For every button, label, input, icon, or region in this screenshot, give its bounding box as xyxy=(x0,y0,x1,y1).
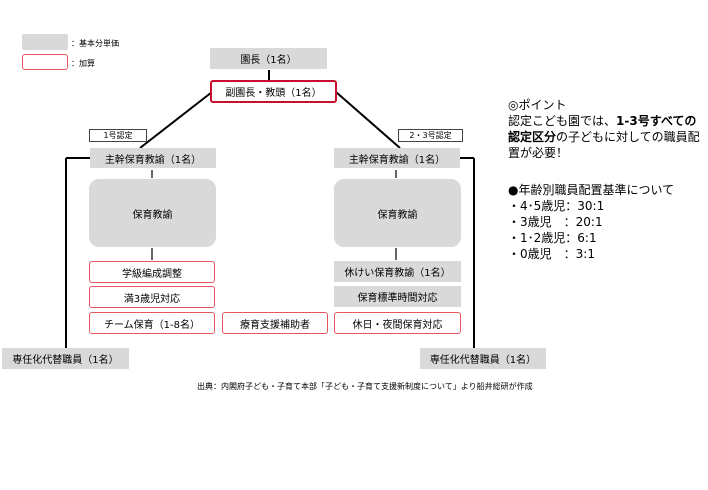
source-caption: 出典：内閣府子ども・子育て本部「子ども・子育て支援新制度について」より船井総研が… xyxy=(197,382,533,391)
legend-base-label: ：基本分単価 xyxy=(71,39,119,48)
point-text-2: の子どもに対しての職員配置が必要！ xyxy=(508,130,700,160)
point-text-1: 認定こども園では、 xyxy=(508,114,617,128)
right-substitute-staff: 専任化代替職員（1名） xyxy=(420,348,546,369)
legend-base-swatch xyxy=(22,34,68,50)
tag-type1: 1号認定 xyxy=(89,129,147,142)
point-body: 認定こども園では、1-3号すべての認定区分の子どもに対しての職員配置が必要！ xyxy=(508,113,703,161)
ratio-row: ・4･5歳児：30:1 xyxy=(508,199,605,213)
legend-addition-swatch xyxy=(22,54,68,70)
right-base-break-teacher: 休けい保育教諭（1名） xyxy=(334,261,461,282)
right-chief-teacher-box: 主幹保育教諭（1名） xyxy=(334,148,460,168)
right-add-holiday-night: 休日・夜間保育対応 xyxy=(334,312,461,334)
left-add-age3: 満3歳児対応 xyxy=(89,286,215,308)
ratio-row: ・1･2歳児：6:1 xyxy=(508,231,597,245)
director-box: 園長（1名） xyxy=(210,48,327,69)
legend-addition-label: ：加算 xyxy=(71,59,95,68)
vice-director-box: 副園長・教頭（1名） xyxy=(210,80,337,103)
right-base-standard-hours: 保育標準時間対応 xyxy=(334,286,461,307)
left-add-team-care: チーム保育（1-8名） xyxy=(89,312,215,334)
left-substitute-staff: 専任化代替職員（1名） xyxy=(2,348,129,369)
tag-type23: 2・3号認定 xyxy=(398,129,463,142)
ratio-row: ・3歳児 ：20:1 xyxy=(508,215,603,229)
left-add-class-adjustment: 学級編成調整 xyxy=(89,261,215,283)
point-note: ◎ポイント 認定こども園では、1-3号すべての認定区分の子どもに対しての職員配置… xyxy=(508,97,703,161)
staff-ratio-list: ●年齢別職員配置基準について ・4･5歳児：30:1 ・3歳児 ：20:1 ・1… xyxy=(508,182,674,262)
ratio-row: ・0歳児 ：3:1 xyxy=(508,247,595,261)
point-heading: ◎ポイント xyxy=(508,98,567,112)
right-teacher-box: 保育教諭 xyxy=(334,179,461,247)
left-chief-teacher-box: 主幹保育教諭（1名） xyxy=(90,148,216,168)
left-teacher-box: 保育教諭 xyxy=(89,179,216,247)
center-add-therapy-assistant: 療育支援補助者 xyxy=(222,312,328,334)
point-bold: 1-3号すべての認定区分 xyxy=(508,114,697,144)
ratio-heading: ●年齢別職員配置基準について xyxy=(508,183,675,197)
